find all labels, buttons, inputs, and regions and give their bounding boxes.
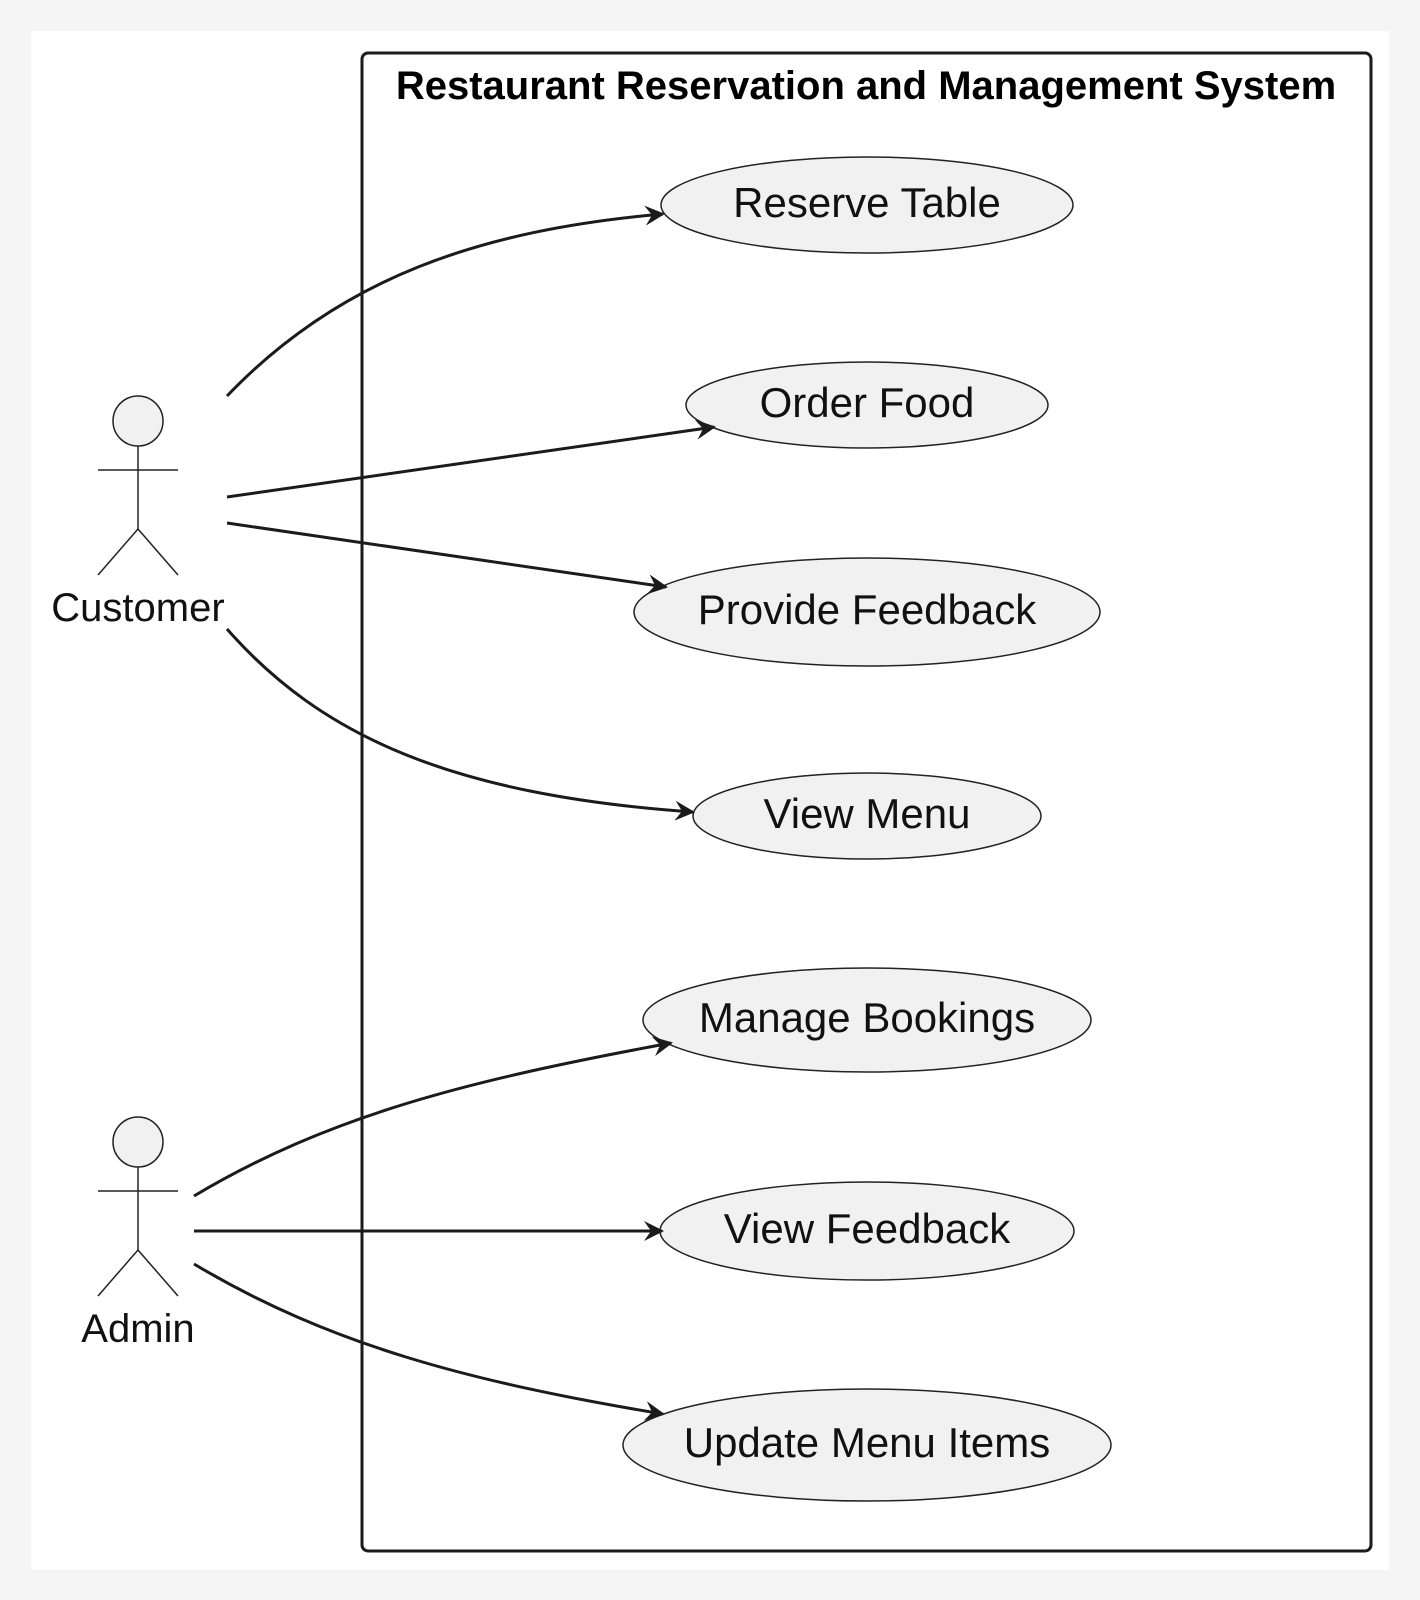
actor-customer[interactable]: Customer: [51, 395, 225, 630]
actor-admin-label: Admin: [81, 1307, 194, 1351]
actor-customer-right-leg: [137, 528, 179, 576]
actor-admin-right-leg: [137, 1249, 179, 1297]
use-case-reserve-table-label: Reserve Table: [733, 179, 1001, 226]
actor-admin-left-leg: [97, 1249, 139, 1297]
use-case-view-feedback[interactable]: View Feedback: [659, 1181, 1075, 1281]
system-title: Restaurant Reservation and Management Sy…: [396, 64, 1336, 108]
actor-customer-head: [112, 395, 164, 447]
actor-customer-label: Customer: [51, 586, 224, 630]
use-case-provide-feedback[interactable]: Provide Feedback: [633, 557, 1101, 667]
use-case-reserve-table[interactable]: Reserve Table: [660, 156, 1074, 254]
association-customer-provide-feedback: [226, 521, 668, 595]
use-case-view-menu-label: View Menu: [763, 790, 970, 837]
use-case-view-menu[interactable]: View Menu: [692, 772, 1042, 860]
use-case-order-food-shape: [685, 361, 1049, 449]
use-case-update-menu-items-label: Update Menu Items: [684, 1419, 1051, 1466]
use-case-view-feedback-label: View Feedback: [724, 1205, 1011, 1252]
use-case-order-food[interactable]: Order Food: [685, 361, 1049, 449]
association-admin-update-menu-items: [193, 1262, 665, 1421]
actor-customer-left-leg: [97, 528, 139, 576]
use-case-update-menu-items-shape: [622, 1388, 1112, 1502]
use-case-manage-bookings-shape: [642, 967, 1092, 1073]
actor-admin[interactable]: Admin: [81, 1116, 195, 1351]
use-case-provide-feedback-label: Provide Feedback: [698, 586, 1038, 633]
use-case-manage-bookings[interactable]: Manage Bookings: [642, 967, 1092, 1073]
association-admin-manage-bookings: [193, 1036, 673, 1198]
use-case-order-food-label: Order Food: [760, 379, 975, 426]
use-case-update-menu-items[interactable]: Update Menu Items: [622, 1388, 1112, 1502]
association-customer-view-menu: [225, 628, 695, 821]
use-case-reserve-table-shape: [660, 156, 1074, 254]
association-customer-order-food: [226, 419, 716, 499]
use-case-provide-feedback-shape: [633, 557, 1101, 667]
association-customer-reserve-table: [225, 205, 665, 398]
actor-admin-head: [112, 1116, 164, 1168]
use-case-manage-bookings-label: Manage Bookings: [699, 994, 1035, 1041]
